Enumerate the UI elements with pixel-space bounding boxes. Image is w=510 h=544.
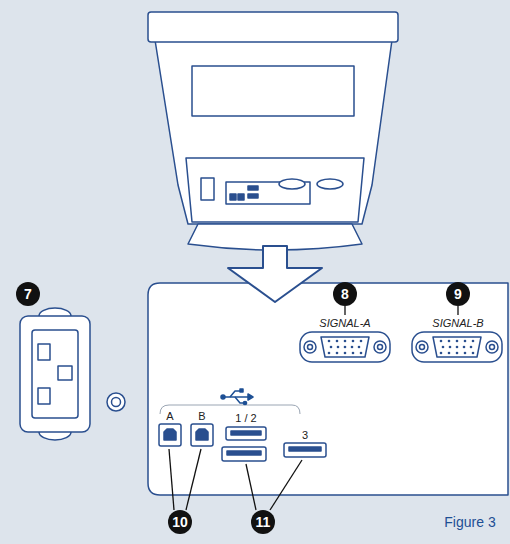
callout-number: 7 <box>16 282 40 306</box>
zoom-arrow <box>228 246 322 302</box>
mini-port <box>248 194 258 198</box>
screw <box>107 393 125 411</box>
power-inlet <box>20 316 90 432</box>
mini-port <box>238 194 244 200</box>
usb-b-port <box>191 424 213 446</box>
signal-label: SIGNAL-A <box>319 318 370 329</box>
port-label: 3 <box>302 430 308 441</box>
usb-b-port <box>159 424 181 446</box>
port-label: B <box>198 411 205 422</box>
vent-panel <box>192 66 354 116</box>
vga-connector <box>300 332 390 362</box>
usb-bracket <box>160 405 300 414</box>
figure-caption: Figure 3 <box>444 515 495 529</box>
mini-port <box>230 194 236 200</box>
inlet-socket <box>32 330 78 418</box>
callout-number: 8 <box>333 282 357 306</box>
inlet-pin <box>38 344 50 360</box>
usb-a-port <box>222 447 266 461</box>
monitor-bezel <box>148 12 398 42</box>
port-label: 1 / 2 <box>235 413 256 424</box>
enlarged-panel <box>148 283 508 495</box>
inlet-pin <box>38 388 50 404</box>
vga-connector <box>412 332 502 362</box>
usb-a-port <box>226 427 266 440</box>
signal-label: SIGNAL-B <box>432 318 483 329</box>
mini-vga <box>317 179 343 189</box>
usb-symbol <box>221 389 253 405</box>
callout-number: 11 <box>251 510 275 534</box>
usb-a-port <box>284 443 326 457</box>
callout-number: 10 <box>168 510 192 534</box>
connector-area <box>186 158 364 222</box>
port-label: A <box>166 411 173 422</box>
mini-port <box>248 186 258 190</box>
inlet-pin <box>58 366 72 380</box>
screw <box>112 398 121 407</box>
leader-lines <box>169 306 458 510</box>
mini-power-inlet <box>201 178 214 200</box>
monitor-shell <box>155 40 392 224</box>
callout-number: 9 <box>446 282 470 306</box>
mini-vga <box>279 179 305 189</box>
